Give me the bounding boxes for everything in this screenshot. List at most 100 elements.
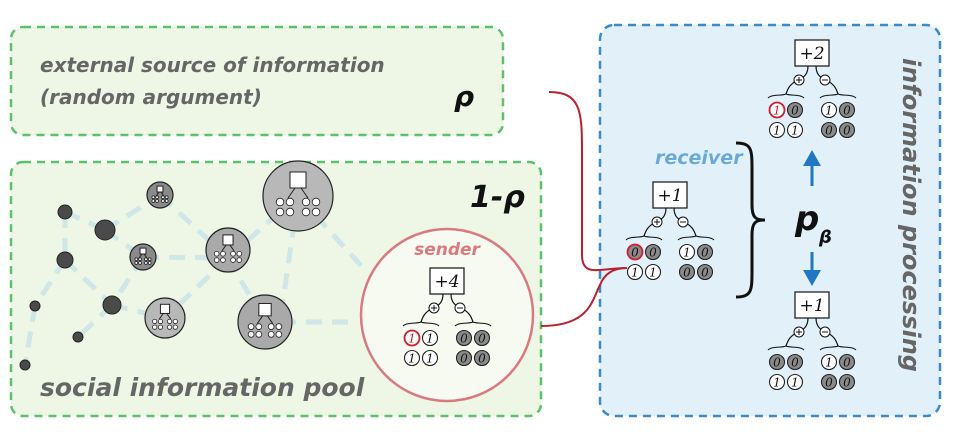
svg-text:1: 1 [408,332,416,346]
network-node[interactable] [94,219,116,241]
sender-score: +4 [434,272,459,292]
svg-text:1: 1 [649,266,657,280]
minus-icon [454,302,466,314]
svg-text:1: 1 [825,356,833,370]
svg-text:0: 0 [701,246,709,260]
con-argument-bit: 0 [820,373,838,391]
receiver-label: receiver [655,147,744,169]
con-argument-bit: 0 [838,121,856,139]
svg-text:0: 0 [460,352,468,366]
svg-text:1: 1 [791,376,799,390]
con-argument-bit: 0 [455,349,473,367]
svg-text:0: 0 [631,246,639,260]
svg-text:0: 0 [843,376,851,390]
social-pool-label: social information pool [40,373,365,402]
agent-node[interactable] [144,297,186,339]
con-argument-bit: 1 [678,243,696,261]
reject-score-box: +1 [794,291,830,319]
pro-argument-bit: 1 [421,349,439,367]
svg-text:0: 0 [773,356,781,370]
svg-text:1: 1 [825,104,833,118]
pro-argument-bit: 1 [768,373,786,391]
network-node[interactable] [56,251,74,269]
grouping-brace [735,141,766,299]
network-edge [158,193,230,260]
external-source-line2: (random argument) [40,85,262,109]
svg-text:0: 0 [791,104,799,118]
pro-argument-bit: 1 [786,373,804,391]
network-node[interactable] [19,359,31,371]
minus-icon [819,326,831,338]
network-edge [32,258,68,308]
svg-text:1: 1 [683,246,691,260]
svg-text:1: 1 [773,104,781,118]
link-sender-to-receiver [540,267,628,327]
sender-label: sender [414,240,481,260]
rho-label: ρ [454,80,474,113]
network-edge [22,305,38,366]
network-node[interactable] [102,295,122,315]
pro-argument-bit: 1 [768,101,786,119]
pro-argument-bit: 1 [626,263,644,281]
receiver-score-box: +1 [652,181,688,209]
agent-node[interactable] [205,227,251,273]
con-argument-bit: 0 [678,263,696,281]
accept-score-box: +2 [794,39,830,67]
external-source-box: external source of information (random a… [9,25,505,137]
svg-text:0: 0 [791,356,799,370]
agent-node[interactable] [262,160,334,232]
svg-text:0: 0 [843,104,851,118]
pro-argument-bit: 0 [626,243,644,261]
svg-text:0: 0 [701,266,709,280]
con-argument-bit: 0 [820,121,838,139]
p-beta-symbol: p [794,199,819,239]
processing-title: information processing [897,58,925,372]
svg-text:1: 1 [426,332,434,346]
svg-text:0: 0 [843,356,851,370]
svg-text:0: 0 [825,124,833,138]
agent-node[interactable] [146,181,174,209]
svg-text:1: 1 [791,124,799,138]
con-argument-bit: 0 [696,263,714,281]
network-node[interactable] [72,331,84,343]
network-node[interactable] [29,300,41,312]
svg-text:0: 0 [825,376,833,390]
arrow-down-icon [803,252,821,286]
pro-argument-bit: 1 [768,121,786,139]
pro-argument-bit: 1 [403,329,421,347]
svg-text:0: 0 [843,124,851,138]
network-edge [63,258,114,307]
agent-node[interactable] [237,294,293,350]
pro-argument-bit: 1 [421,329,439,347]
network-edge [142,254,229,261]
con-argument-bit: 0 [455,329,473,347]
minus-icon [677,216,689,228]
svg-text:0: 0 [478,332,486,346]
pro-argument-bit: 1 [644,263,662,281]
sender-score-box: +4 [429,267,465,295]
svg-text:0: 0 [649,246,657,260]
pro-argument-bit: 0 [644,243,662,261]
network-node[interactable] [57,204,73,220]
con-argument-bit: 0 [838,101,856,119]
one-minus-rho-label: 1-ρ [470,180,525,215]
con-argument-bit: 0 [696,243,714,261]
link-external-to-receiver [548,91,628,272]
con-argument-bit: 0 [838,353,856,371]
external-source-line1: external source of information [40,53,385,77]
plus-icon [428,302,440,314]
plus-icon [651,216,663,228]
pro-argument-bit: 0 [768,353,786,371]
pro-argument-bit: 1 [786,121,804,139]
svg-text:1: 1 [773,376,781,390]
network-edge [277,195,301,323]
agent-node[interactable] [129,243,157,271]
network-nodes [19,160,334,371]
pro-argument-bit: 0 [786,353,804,371]
